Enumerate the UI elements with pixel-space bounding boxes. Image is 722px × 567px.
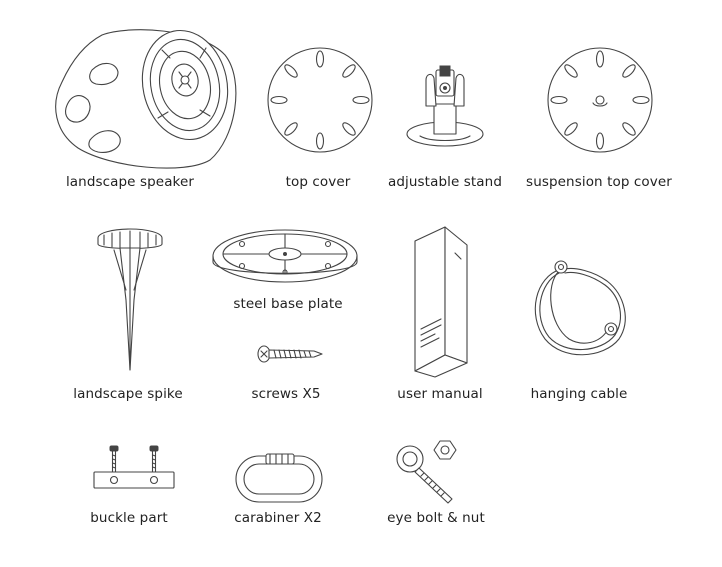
label-user-manual: user manual bbox=[397, 386, 483, 402]
landscape-spike-drawing bbox=[90, 220, 170, 380]
label-top-cover: top cover bbox=[285, 174, 351, 190]
carabiner-drawing bbox=[232, 452, 327, 507]
label-buckle-part: buckle part bbox=[90, 510, 168, 526]
steel-base-plate-drawing bbox=[210, 222, 360, 287]
label-screws: screws X5 bbox=[251, 386, 321, 402]
suspension-top-cover-drawing bbox=[545, 45, 655, 155]
label-eye-bolt-nut: eye bolt & nut bbox=[387, 510, 485, 526]
landscape-speaker-drawing bbox=[50, 20, 240, 170]
label-steel-base-plate: steel base plate bbox=[233, 296, 343, 312]
label-landscape-spike: landscape spike bbox=[73, 386, 183, 402]
adjustable-stand-drawing bbox=[400, 62, 490, 152]
label-carabiner: carabiner X2 bbox=[234, 510, 322, 526]
buckle-part-drawing bbox=[90, 442, 180, 497]
top-cover-drawing bbox=[265, 45, 375, 155]
user-manual-drawing bbox=[405, 225, 475, 380]
screws-drawing bbox=[256, 343, 326, 365]
label-suspension-top-cover: suspension top cover bbox=[526, 174, 672, 190]
hanging-cable-drawing bbox=[525, 255, 635, 365]
label-adjustable-stand: adjustable stand bbox=[388, 174, 502, 190]
eye-bolt-nut-drawing bbox=[390, 437, 480, 507]
label-hanging-cable: hanging cable bbox=[530, 386, 628, 402]
label-landscape-speaker: landscape speaker bbox=[65, 174, 195, 190]
